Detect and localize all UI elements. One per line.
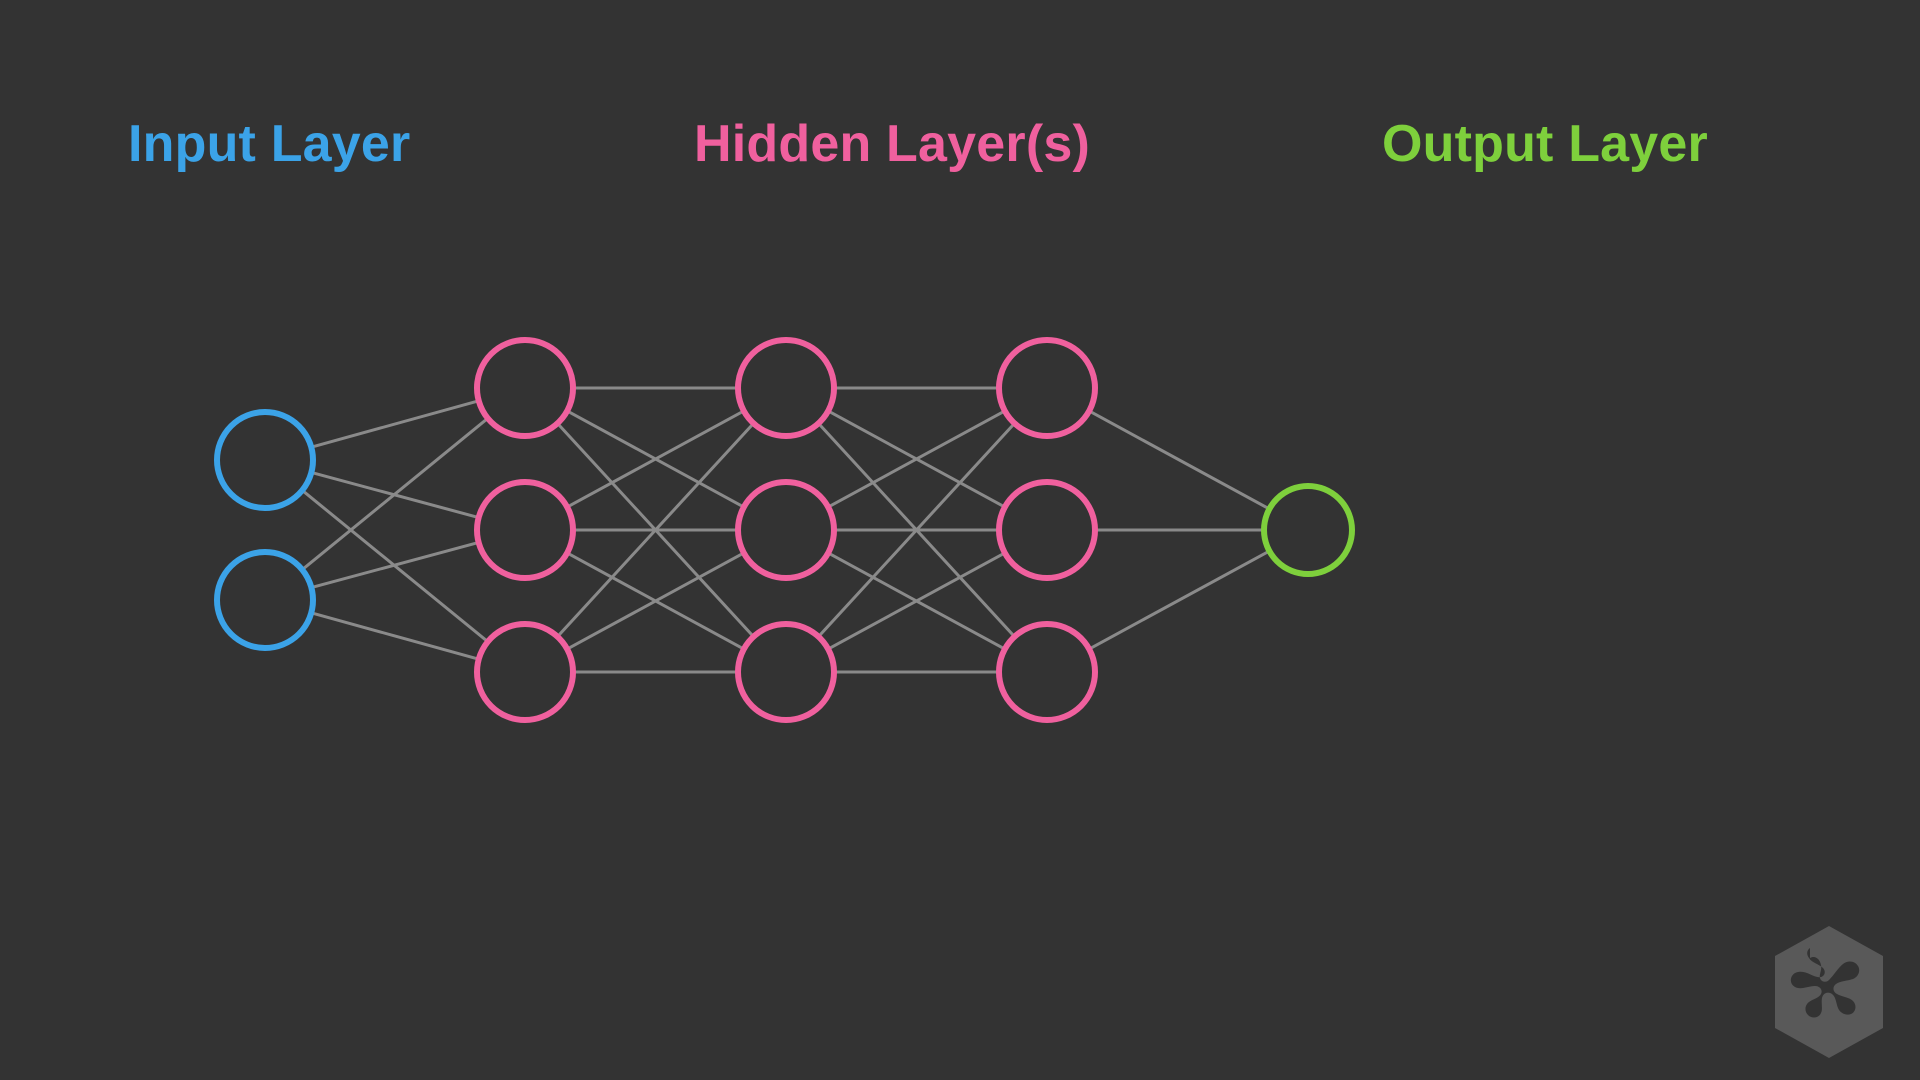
- label-hidden-layer: Hidden Layer(s): [694, 115, 1090, 173]
- node-input: [214, 409, 316, 511]
- node-hidden: [996, 621, 1098, 723]
- neuron-glyph-shape: [1790, 948, 1860, 1018]
- connection-edge: [565, 409, 746, 509]
- connection-edge: [816, 421, 1017, 639]
- label-input-layer: Input Layer: [128, 115, 411, 173]
- connection-edge: [1087, 409, 1271, 511]
- hexagon-neuron-logo-icon: [1775, 926, 1883, 1058]
- label-output-layer: Output Layer: [1382, 115, 1708, 173]
- node-hidden: [474, 337, 576, 439]
- node-hidden: [474, 479, 576, 581]
- connection-edge: [1087, 549, 1271, 651]
- connection-edge: [826, 551, 1007, 651]
- connection-edge: [826, 409, 1007, 509]
- connection-edge: [309, 540, 481, 590]
- node-input: [214, 549, 316, 651]
- connection-edge: [309, 399, 481, 449]
- node-hidden: [735, 337, 837, 439]
- node-hidden: [735, 479, 837, 581]
- connection-edge: [565, 551, 746, 651]
- connection-edge: [309, 611, 481, 661]
- edges-group: [300, 386, 1271, 674]
- node-hidden: [474, 621, 576, 723]
- nodes-group: [214, 337, 1355, 723]
- connection-edge: [300, 416, 490, 572]
- connection-edge: [555, 421, 756, 639]
- node-output: [1261, 483, 1355, 577]
- layer-labels-row: Input Layer Hidden Layer(s) Output Layer: [0, 0, 1920, 260]
- node-hidden: [735, 621, 837, 723]
- node-hidden: [996, 337, 1098, 439]
- node-hidden: [996, 479, 1098, 581]
